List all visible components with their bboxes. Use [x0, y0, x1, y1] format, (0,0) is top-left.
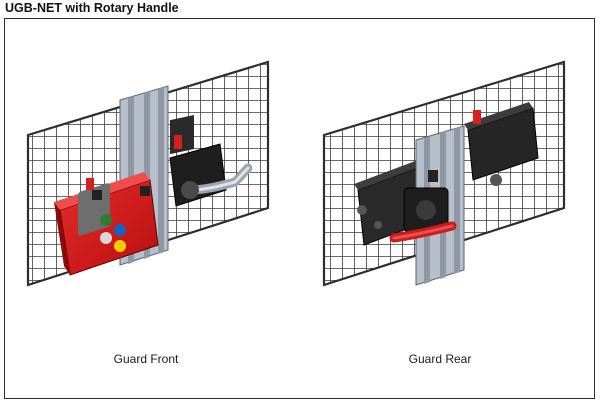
rotary-handle: [181, 163, 253, 199]
rear-actuator-housing: [464, 102, 539, 186]
page-title: UGB-NET with Rotary Handle: [5, 1, 179, 15]
rotary-handle: [389, 170, 457, 243]
safety-switch-housing: [54, 172, 159, 276]
guard-front-illustration: [26, 60, 270, 287]
caption-guard-rear: Guard Rear: [408, 352, 472, 366]
caption-guard-front: Guard Front: [113, 352, 179, 366]
guard-rear-illustration: [322, 60, 566, 287]
